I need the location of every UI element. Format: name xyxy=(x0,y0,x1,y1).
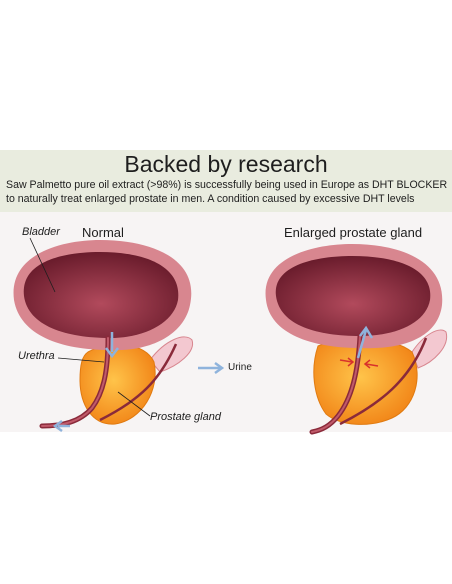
prostate-enlarged xyxy=(313,337,418,425)
urine-flow-arrow-normal xyxy=(52,332,119,433)
research-banner xyxy=(0,150,452,212)
vas-deferens-normal xyxy=(99,343,178,422)
seminal-vesicle-right xyxy=(411,329,448,369)
label-pointers xyxy=(29,237,151,417)
enlarged-title: Enlarged prostate gland xyxy=(284,225,423,240)
urine-flow-arrow-enlarged xyxy=(356,325,374,359)
urethra-enlarged xyxy=(309,333,363,435)
normal-title: Normal xyxy=(82,225,124,240)
bladder-enlarged xyxy=(265,244,443,349)
urethra-normal xyxy=(39,335,111,429)
urine-legend-arrow xyxy=(198,361,225,375)
urethra-label: Urethra xyxy=(18,350,55,362)
bladder-label: Bladder xyxy=(22,226,60,238)
compression-arrows xyxy=(339,357,379,369)
prostate-gland-label: Prostate gland xyxy=(150,411,221,423)
banner-description-line-1: Saw Palmetto pure oil extract (>98%) is … xyxy=(6,179,448,191)
vas-deferens-enlarged xyxy=(339,337,428,426)
banner-description-line-2: to naturally treat enlarged prostate in … xyxy=(6,193,415,205)
normal-anatomy xyxy=(13,237,194,433)
banner-heading: Backed by research xyxy=(124,151,328,177)
urine-legend-label: Urine xyxy=(228,362,252,373)
enlarged-anatomy xyxy=(265,244,448,435)
bladder-normal xyxy=(13,240,192,351)
